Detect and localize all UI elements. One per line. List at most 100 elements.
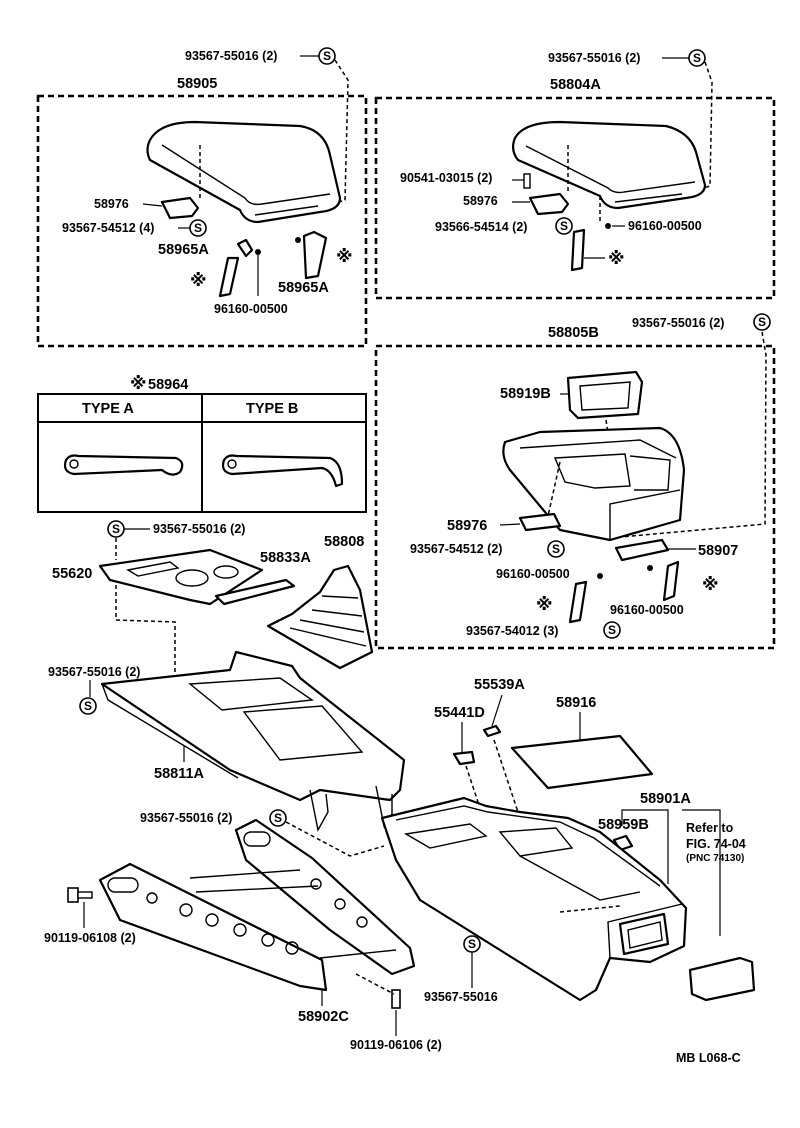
- clip-55539a: [482, 724, 502, 738]
- s-mark-icon: S: [79, 697, 97, 715]
- stay-b-left: [568, 580, 588, 624]
- stay-left: [218, 256, 240, 298]
- armrest-assembly-left: 93567-55016 (2) S 58905 58976 93567-5451…: [36, 47, 368, 348]
- label-asm-58804a: 58804A: [550, 77, 601, 93]
- label-bracket-58902c: 58902C: [298, 1009, 349, 1025]
- label-clip-b1: 96160-00500: [496, 567, 570, 581]
- stay-type-table: ※ 58964 TYPE A TYPE B: [37, 374, 367, 513]
- label-type-b: TYPE B: [246, 401, 298, 417]
- label-plug-58959b: 58959B: [598, 817, 649, 833]
- stay-type-a: [63, 454, 184, 476]
- label-type-a: TYPE A: [82, 401, 134, 417]
- svg-text:S: S: [693, 51, 701, 65]
- bracket-58976b: [518, 512, 562, 532]
- mat-58916: [510, 734, 654, 790]
- label-58907: 58907: [698, 543, 738, 559]
- label-clip-right: 96160-00500: [628, 219, 702, 233]
- console-main-group: 55539A 55441D 58916 58901A 58959B Refer …: [380, 677, 756, 1002]
- console-panel-group: 93567-55016 (2) S 58811A: [48, 650, 406, 833]
- hinge-58976-right: [528, 192, 570, 216]
- lid-refer-74130: [688, 956, 756, 1002]
- asterisk-icon: ※: [130, 374, 147, 394]
- shift-plate-55620: [98, 548, 264, 606]
- asterisk-icon: ※: [336, 247, 353, 267]
- label-boot-58808: 58808: [324, 534, 364, 550]
- asterisk-icon: ※: [702, 575, 719, 595]
- label-mat-58916: 58916: [556, 695, 596, 711]
- screw-icon: [523, 173, 531, 189]
- s-mark-icon: S: [555, 217, 573, 235]
- clip-dot: [647, 565, 653, 571]
- label-panel-58811a: 58811A: [154, 766, 205, 782]
- label-refer-line3: (PNC 74130): [686, 853, 744, 864]
- s-mark-icon: S: [753, 313, 771, 331]
- svg-text:S: S: [323, 49, 331, 63]
- clip-dot: [597, 573, 603, 579]
- svg-text:S: S: [194, 221, 202, 235]
- clip-dot: [605, 223, 611, 229]
- lower-bolts: 93567-55016 (2) S 90119-06108 (2) S 9356…: [44, 809, 498, 1052]
- s-mark-icon: S: [107, 520, 125, 538]
- console-panel-58811a: [100, 650, 406, 802]
- armrest-lid-left: [146, 120, 342, 224]
- s-mark-icon: S: [463, 935, 481, 953]
- s-mark-icon: S: [547, 540, 565, 558]
- bracket-58902c-group: 58902C: [98, 818, 416, 1025]
- label-console-58901a: 58901A: [640, 791, 691, 807]
- label-bracket-58976b: 58976: [447, 518, 487, 534]
- armrest-assembly-right: 93567-55016 (2) S 58804A 90541-03015 (2)…: [374, 49, 776, 300]
- hinge-58976-left: [160, 196, 200, 220]
- dashed-group-box: [374, 96, 776, 300]
- footer-code: MB L068-C: [676, 1051, 741, 1065]
- asterisk-icon: ※: [608, 249, 625, 269]
- label-screw-left: 93567-54512 (4): [62, 221, 154, 235]
- label-screw-90541: 90541-03015 (2): [400, 171, 492, 185]
- label-bolt-console-bottom: 93567-55016: [424, 990, 498, 1004]
- strip-58833a: [214, 578, 296, 606]
- s-mark-icon: S: [603, 621, 621, 639]
- stay-b-right: [662, 560, 680, 602]
- svg-text:S: S: [468, 937, 476, 951]
- console-slot: [618, 912, 670, 956]
- label-refer-line2: FIG. 74-04: [686, 837, 746, 851]
- label-hinge-a-right: 58965A: [278, 280, 329, 296]
- asterisk-icon: ※: [536, 595, 553, 615]
- s-mark-icon: S: [269, 809, 287, 827]
- label-refer-line1: Refer to: [686, 821, 734, 835]
- asterisk-icon: ※: [190, 271, 207, 291]
- label-pad-58919b: 58919B: [500, 386, 551, 402]
- s-mark-icon: S: [318, 47, 336, 65]
- svg-text:S: S: [112, 522, 120, 536]
- label-bolt-top-right: 93567-55016 (2): [548, 51, 640, 65]
- clip-55441d: [452, 750, 476, 766]
- label-clip-55539a: 55539A: [474, 677, 525, 693]
- dashed-group-box: [36, 94, 368, 348]
- svg-text:S: S: [758, 315, 766, 329]
- label-type-header: 58964: [148, 377, 188, 393]
- label-hinge-left: 58976: [94, 197, 129, 211]
- stay-right-lower: [570, 228, 586, 272]
- label-clip-left: 96160-00500: [214, 302, 288, 316]
- label-bolt-console: 93567-55016 (2): [140, 811, 232, 825]
- label-bolt-top-left: 93567-55016 (2): [185, 49, 277, 63]
- clip-dot: [295, 237, 301, 243]
- pad-58919b: [566, 370, 644, 420]
- svg-text:S: S: [84, 699, 92, 713]
- stay-type-b: [221, 454, 344, 488]
- armrest-lid-right: [511, 120, 707, 210]
- clip-dot: [255, 249, 261, 255]
- label-bolt-58811: 93567-55016 (2): [48, 665, 140, 679]
- hinge-58965a-left: [236, 238, 254, 258]
- svg-text:S: S: [560, 219, 568, 233]
- svg-text:S: S: [274, 811, 282, 825]
- s-mark-icon: S: [189, 219, 207, 237]
- label-screw-93566: 93566-54514 (2): [435, 220, 527, 234]
- bolt-icon: [67, 887, 93, 903]
- bolt-icon: [391, 989, 401, 1009]
- s-mark-icon: S: [688, 49, 706, 67]
- shift-boot-58808: [266, 564, 374, 670]
- stay-right: [302, 230, 328, 280]
- label-screw-58976b: 93567-54512 (2): [410, 542, 502, 556]
- label-asm-58905: 58905: [177, 76, 217, 92]
